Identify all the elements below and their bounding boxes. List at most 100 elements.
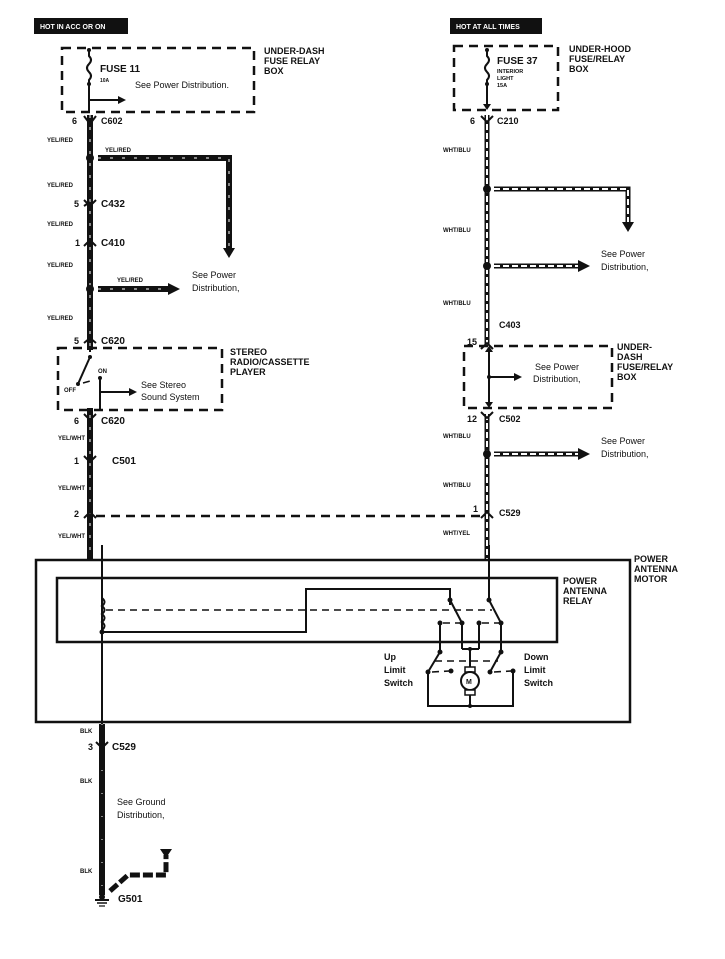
svg-text:C432: C432 xyxy=(101,199,125,210)
svg-text:Switch: Switch xyxy=(384,678,413,688)
svg-text:ANTENNA: ANTENNA xyxy=(634,564,678,574)
svg-text:WHT/BLU: WHT/BLU xyxy=(443,483,471,489)
svg-text:Sound System: Sound System xyxy=(141,392,200,402)
under-hood-fuse-box-label: UNDER-HOOD FUSE/RELAY BOX xyxy=(569,44,631,74)
svg-text:PLAYER: PLAYER xyxy=(230,367,266,377)
left-power-distribution-note: See Power Distribution, xyxy=(192,270,240,293)
svg-text:C501: C501 xyxy=(112,456,136,467)
svg-text:YEL/RED: YEL/RED xyxy=(47,263,74,269)
svg-text:UNDER-DASH: UNDER-DASH xyxy=(264,46,325,56)
arrow-right-icon xyxy=(578,448,590,460)
svg-text:C602: C602 xyxy=(101,116,123,126)
power-antenna-motor-box: M xyxy=(34,545,632,740)
svg-text:YEL/WHT: YEL/WHT xyxy=(58,436,85,442)
svg-text:RADIO/CASSETTE: RADIO/CASSETTE xyxy=(230,357,310,367)
svg-text:Distribution,: Distribution, xyxy=(533,374,581,384)
svg-text:WHT/BLU: WHT/BLU xyxy=(443,148,471,154)
svg-text:C410: C410 xyxy=(101,238,125,249)
svg-text:5: 5 xyxy=(74,336,79,346)
connector-c602: 6 C602 xyxy=(72,115,123,126)
branch-wire-mid xyxy=(98,283,180,295)
svg-text:See Power: See Power xyxy=(601,249,645,259)
connector-c410: 1 C410 xyxy=(75,238,125,249)
header-hot-all-times: HOT AT ALL TIMES xyxy=(450,18,542,34)
svg-text:DASH: DASH xyxy=(617,352,643,362)
svg-text:C210: C210 xyxy=(497,116,519,126)
svg-text:Up: Up xyxy=(384,652,396,662)
ground-distribution-note: See Ground Distribution, xyxy=(117,797,166,820)
ground-g501: G501 xyxy=(95,894,143,907)
arrow-right-icon xyxy=(168,283,180,295)
svg-text:WHT/BLU: WHT/BLU xyxy=(443,228,471,234)
svg-text:C620: C620 xyxy=(101,336,125,347)
svg-text:YEL/RED: YEL/RED xyxy=(47,316,74,322)
svg-text:YEL/RED: YEL/RED xyxy=(47,183,74,189)
svg-text:Down: Down xyxy=(524,652,549,662)
svg-text:FUSE RELAY: FUSE RELAY xyxy=(264,56,320,66)
svg-text:POWER: POWER xyxy=(563,576,598,586)
under-hood-fuse-box: FUSE 37 INTERIOR LIGHT 15A xyxy=(452,44,560,112)
right-power-distribution-note-1: See Power Distribution, xyxy=(601,249,649,272)
fuse-11-note: See Power Distribution. xyxy=(135,80,229,90)
up-limit-switch-label: Up Limit Switch xyxy=(384,652,413,688)
svg-text:UNDER-HOOD: UNDER-HOOD xyxy=(569,44,631,54)
svg-text:6: 6 xyxy=(74,416,79,426)
splice-point xyxy=(86,154,94,162)
fuse-11-icon xyxy=(86,50,92,84)
svg-text:YEL/WHT: YEL/WHT xyxy=(58,534,85,540)
svg-text:MOTOR: MOTOR xyxy=(634,574,668,584)
connector-c620-bottom: 6 C620 xyxy=(74,413,125,427)
svg-text:YEL/WHT: YEL/WHT xyxy=(58,486,85,492)
under-dash-fuse-box-right: See Power Distribution, xyxy=(462,344,614,410)
svg-text:1: 1 xyxy=(473,504,478,514)
svg-text:Distribution,: Distribution, xyxy=(117,810,165,820)
under-dash-fuse-box-label: UNDER-DASH FUSE RELAY BOX xyxy=(264,46,325,76)
arrow-right-icon xyxy=(578,260,590,272)
stereo-radio-label: STEREO RADIO/CASSETTE PLAYER xyxy=(230,347,310,377)
svg-text:6: 6 xyxy=(470,116,475,126)
svg-text:C620: C620 xyxy=(101,416,125,427)
svg-text:Distribution,: Distribution, xyxy=(192,283,240,293)
svg-text:C403: C403 xyxy=(499,320,521,330)
svg-text:See Power: See Power xyxy=(535,362,579,372)
svg-text:YEL/RED: YEL/RED xyxy=(105,148,132,154)
svg-text:BOX: BOX xyxy=(264,66,284,76)
svg-text:RELAY: RELAY xyxy=(563,596,593,606)
svg-text:POWER: POWER xyxy=(634,554,669,564)
arrow-right-icon xyxy=(118,96,126,104)
svg-text:WHT/BLU: WHT/BLU xyxy=(443,301,471,307)
svg-text:Distribution,: Distribution, xyxy=(601,449,649,459)
relay-coil-icon xyxy=(100,597,106,631)
arrow-down-icon xyxy=(622,222,634,232)
svg-text:G501: G501 xyxy=(118,894,143,905)
svg-text:YEL/RED: YEL/RED xyxy=(47,222,74,228)
svg-text:3: 3 xyxy=(88,742,93,752)
power-antenna-motor-label: POWER ANTENNA MOTOR xyxy=(634,554,678,584)
svg-text:See Power: See Power xyxy=(192,270,236,280)
svg-text:5: 5 xyxy=(74,199,79,209)
under-dash-fuse-box-right-label: UNDER- DASH FUSE/RELAY BOX xyxy=(617,342,673,382)
svg-text:WHT/BLU: WHT/BLU xyxy=(443,434,471,440)
arrow-right-icon xyxy=(129,388,137,396)
splice-point xyxy=(483,185,491,193)
fuse-11-rating: 10A xyxy=(100,78,110,84)
splice-point xyxy=(483,450,491,458)
svg-text:YEL/RED: YEL/RED xyxy=(117,278,144,284)
branch-wire-top xyxy=(98,155,235,258)
svg-text:1: 1 xyxy=(74,456,79,466)
connector-c432: 5 C432 xyxy=(74,199,125,210)
svg-text:FUSE/RELAY: FUSE/RELAY xyxy=(569,54,625,64)
stereo-radio-box: ON OFF See Stereo Sound System xyxy=(56,346,224,412)
svg-text:BLK: BLK xyxy=(80,779,93,785)
svg-text:INTERIOR: INTERIOR xyxy=(497,69,523,75)
header-hot-acc-on: HOT IN ACC OR ON xyxy=(34,18,128,34)
header-hot-all-times-text: HOT AT ALL TIMES xyxy=(456,24,520,31)
connector-c620-top: 5 C620 xyxy=(74,336,125,347)
svg-text:FUSE/RELAY: FUSE/RELAY xyxy=(617,362,673,372)
switch-blade xyxy=(77,356,91,385)
right-branch-top xyxy=(494,186,634,232)
down-limit-switch-label: Down Limit Switch xyxy=(524,652,553,688)
connector-c502: 12 C502 xyxy=(467,411,521,424)
antenna-ground-branch xyxy=(108,849,172,893)
svg-text:LIGHT: LIGHT xyxy=(497,76,514,82)
